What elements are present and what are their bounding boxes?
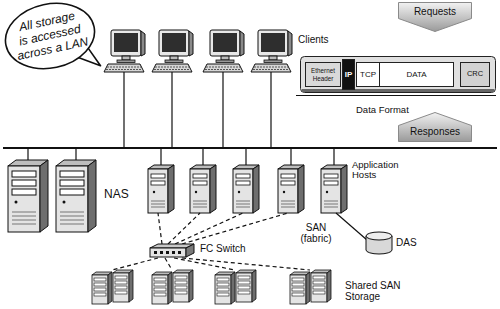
client-computer <box>104 30 145 72</box>
group-label: SAN (fabric) <box>293 222 339 244</box>
field-label: IP <box>345 70 353 79</box>
host-drops <box>161 148 334 167</box>
client-computer <box>251 30 292 72</box>
nas-tower <box>56 160 96 232</box>
frame-body <box>301 57 496 93</box>
packet-field: CRC <box>460 62 490 87</box>
field-label: Ethernet Header <box>306 67 340 81</box>
client-computer <box>203 30 244 72</box>
nas-tower <box>8 160 48 232</box>
storage-pair <box>152 270 193 304</box>
packet-field: TCP <box>356 62 380 87</box>
callout-outline <box>0 0 101 77</box>
das-link <box>336 213 367 240</box>
packet-field: DATA <box>379 62 454 87</box>
frame-heading: Data Format <box>356 105 409 116</box>
das-cylinder-top <box>366 232 392 240</box>
group-label: NAS <box>104 188 129 201</box>
fabric-links <box>112 213 310 270</box>
callout-bubble: All storage is accessed across a LAN <box>0 0 102 78</box>
arrow-label: Requests <box>414 6 456 18</box>
device-label: DAS <box>396 237 417 248</box>
client-computer <box>152 30 193 72</box>
host-server <box>278 165 304 213</box>
host-server <box>190 165 216 213</box>
group-label: Application Hosts <box>352 160 408 181</box>
device-label: FC Switch <box>200 243 246 254</box>
field-label: CRC <box>467 70 483 79</box>
group-label: Shared SAN Storage <box>345 280 409 302</box>
fc-switch <box>150 244 194 257</box>
field-label: DATA <box>406 70 426 79</box>
storage-pair <box>290 270 331 304</box>
block-arrow: Responses <box>398 112 472 142</box>
arrow-outline <box>399 3 472 32</box>
storage-pair <box>215 270 256 304</box>
field-label: TCP <box>360 70 376 79</box>
group-label: Clients <box>298 34 329 45</box>
host-server <box>233 165 259 213</box>
client-drops <box>124 72 271 148</box>
frame-base <box>296 95 496 96</box>
arrow-outline <box>399 113 472 142</box>
lan-line <box>3 147 497 149</box>
storage-pair <box>92 270 133 304</box>
host-server <box>321 165 347 213</box>
host-server <box>148 165 174 213</box>
frame-edge <box>302 89 494 92</box>
packet-field: IP <box>342 59 355 90</box>
block-arrow: Requests <box>398 2 472 32</box>
packet-frame: Data FormatEthernet HeaderIPTCPDATACRC <box>300 56 496 96</box>
packet-field: Ethernet Header <box>305 62 341 87</box>
arrow-label: Responses <box>410 126 460 138</box>
